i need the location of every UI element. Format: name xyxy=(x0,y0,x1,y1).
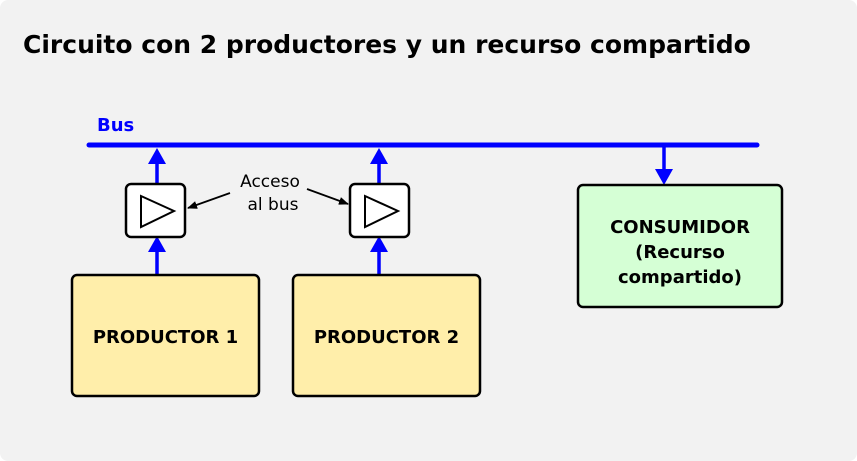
consumer-label-line-3: compartido) xyxy=(618,267,742,288)
buffer-2 xyxy=(348,182,411,239)
producer-2-to-buffer-connection xyxy=(370,236,388,275)
producer-1-label: PRODUCTOR 1 xyxy=(93,327,238,348)
consumer-label-line-1: CONSUMIDOR xyxy=(610,217,750,238)
producer-2-box: PRODUCTOR 2 xyxy=(291,273,482,398)
bus-to-consumer-connection xyxy=(655,147,673,185)
diagram-title: Circuito con 2 productores y un recurso … xyxy=(23,30,751,59)
access-label-line-2: al bus xyxy=(248,195,299,215)
tri-state-buffer-icon xyxy=(140,194,177,229)
buffer-2-to-bus-connection xyxy=(370,148,388,184)
buffer-1 xyxy=(124,182,187,239)
access-arrow-2 xyxy=(306,188,349,205)
access-label-line-1: Acceso xyxy=(240,172,300,192)
producer-1-to-buffer-connection xyxy=(148,236,166,275)
access-arrow-1 xyxy=(187,192,231,209)
consumer-box: CONSUMIDOR (Recurso compartido) xyxy=(576,183,784,309)
consumer-label-line-2: (Recurso xyxy=(635,242,725,263)
producer-2-label: PRODUCTOR 2 xyxy=(314,327,459,348)
producer-1-box: PRODUCTOR 1 xyxy=(70,273,261,398)
buffer-1-to-bus-connection xyxy=(148,148,166,184)
tri-state-buffer-icon xyxy=(364,194,401,229)
bus-label: Bus xyxy=(97,115,134,136)
